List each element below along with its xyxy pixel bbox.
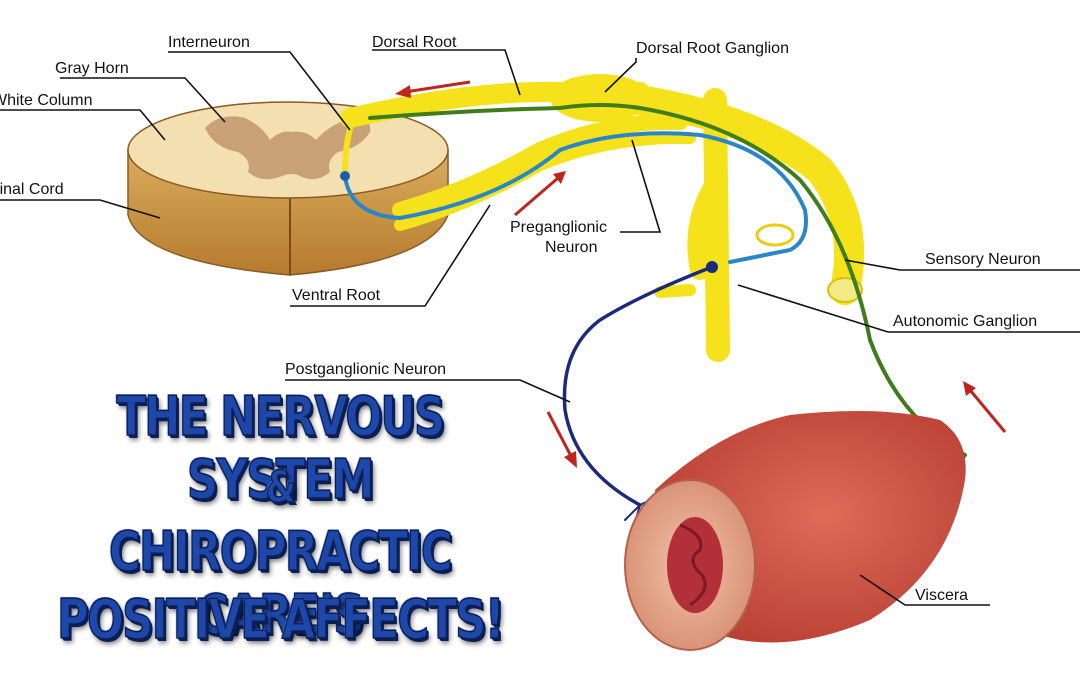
spinal-cord-segment — [127, 101, 449, 276]
label-autonomic-ganglion: Autonomic Ganglion — [893, 313, 1037, 330]
label-preganglionic-1: Preganglionic — [510, 219, 607, 236]
headline-line-1: THE NERVOUS SYSTEM — [116, 384, 446, 512]
gray-horn-shape — [205, 116, 371, 180]
headline-line-2: & — [265, 461, 297, 514]
postganglionic-neuron-path — [562, 265, 714, 507]
preganglionic-neuron-path — [343, 131, 808, 264]
nerve-bundle — [340, 74, 865, 362]
sensory-neuron-path — [368, 103, 967, 457]
label-gray-horn: Gray Horn — [55, 60, 129, 77]
headline-line-3: CHIROPRACTIC CARE’S — [108, 519, 453, 647]
headline-line-4: POSITIVE AFFECTS! — [56, 587, 505, 652]
diagram-labels: Interneuron Dorsal Root Dorsal Root Gang… — [0, 34, 1041, 604]
label-dorsal-root-ganglion: Dorsal Root Ganglion — [636, 40, 789, 57]
label-postganglionic-neuron: Postganglionic Neuron — [285, 361, 446, 378]
arrow-down — [546, 411, 577, 468]
label-spinal-cord: Spinal Cord — [0, 181, 64, 198]
label-ventral-root: Ventral Root — [292, 287, 381, 304]
label-interneuron: Interneuron — [168, 34, 250, 51]
arrow-up — [963, 381, 1007, 433]
label-viscera: Viscera — [915, 587, 968, 604]
dorsal-root-ganglion-shape — [550, 74, 650, 122]
label-dorsal-root: Dorsal Root — [372, 34, 457, 51]
viscera-organ — [624, 411, 966, 651]
arrow-up-right — [514, 171, 566, 217]
direction-arrows — [395, 80, 1007, 468]
interneuron-path — [342, 125, 353, 173]
label-preganglionic-2: Neuron — [545, 239, 597, 256]
leader-lines — [0, 49, 1080, 606]
label-white-column: White Column — [0, 92, 92, 109]
arrow-left — [395, 80, 471, 98]
label-sensory-neuron: Sensory Neuron — [925, 251, 1041, 268]
